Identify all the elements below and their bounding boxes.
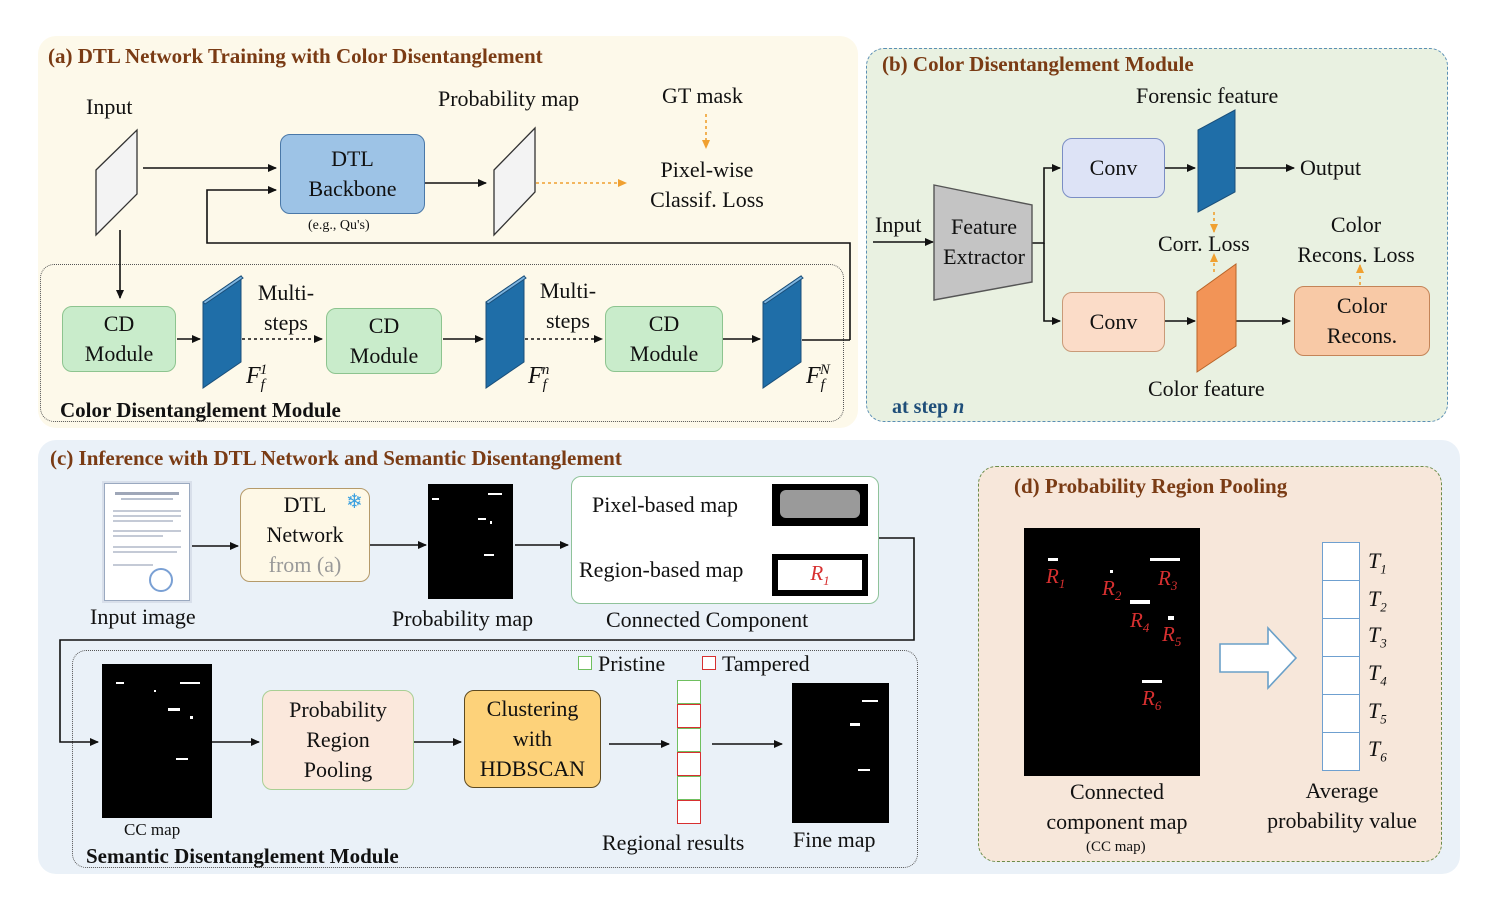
input-image-label: Input image <box>90 604 196 629</box>
t-label-4: T4 <box>1368 660 1387 689</box>
region-label-2: R2 <box>1102 576 1122 604</box>
feature-label-N: FfN <box>806 362 830 393</box>
probability-map-label: Probability map <box>438 86 580 111</box>
cd-module-N: CD Module <box>605 306 723 372</box>
t-label-2: T2 <box>1368 586 1387 615</box>
average-probability-label: Average probability value <box>1267 778 1417 833</box>
color-feature-label: Color feature <box>1148 376 1265 401</box>
panel-c-title: (c) Inference with DTL Network and Seman… <box>50 446 622 470</box>
fine-map-image <box>792 683 889 823</box>
region-label-1: R1 <box>1046 564 1066 592</box>
multi-steps-label-1: Multi- steps <box>257 280 315 335</box>
dtl-backbone-box: DTL Backbone <box>280 134 425 214</box>
regional-cell <box>677 728 701 752</box>
regional-cell <box>677 800 701 824</box>
feature-label-n: Ffn <box>528 362 550 393</box>
fine-map-label: Fine map <box>793 827 876 852</box>
region-label-4: R4 <box>1130 608 1150 636</box>
snowflake-icon: ❄ <box>346 489 363 513</box>
region-based-map-label: Region-based map <box>579 557 744 582</box>
connected-component-map-image: R1 R2 R3 R4 R5 R6 <box>1024 528 1200 776</box>
backbone-note: (e.g., Qu's) <box>308 218 370 233</box>
prob-region-pooling-box: Probability Region Pooling <box>262 690 414 790</box>
regional-cell <box>677 776 701 800</box>
tampered-legend-swatch <box>702 656 716 670</box>
forensic-feature-label: Forensic feature <box>1136 83 1279 108</box>
connected-component-label: Connected Component <box>606 607 809 632</box>
regional-cell <box>677 680 701 704</box>
semantic-disentanglement-module-label: Semantic Disentanglement Module <box>86 844 399 868</box>
cc-map-image <box>102 664 212 818</box>
input-label: Input <box>86 94 133 119</box>
region-label-3: R3 <box>1158 566 1178 594</box>
color-recons-loss-label: Color Recons. Loss <box>1297 212 1415 267</box>
pristine-legend-swatch <box>578 656 592 670</box>
feature-label-1: Ff1 <box>246 362 268 393</box>
pristine-legend-label: Pristine <box>598 651 666 676</box>
region-label-6: R6 <box>1142 686 1162 714</box>
pixel-wise-loss-label: Pixel-wise Classif. Loss <box>650 157 764 212</box>
t-label-5: T5 <box>1368 698 1387 727</box>
probability-map-image <box>428 484 513 599</box>
corr-loss-label: Corr. Loss <box>1158 231 1250 256</box>
cd-module-1: CD Module <box>62 306 176 372</box>
regional-cell <box>677 752 701 776</box>
regional-results-label: Regional results <box>602 830 745 855</box>
probability-map-label-c: Probability map <box>392 606 534 631</box>
regional-results-column <box>677 680 701 826</box>
t-column <box>1322 542 1360 771</box>
feature-extractor-label: Feature Extractor <box>943 214 1025 269</box>
panel-d-title: (d) Probability Region Pooling <box>1014 474 1288 498</box>
cd-module-n: CD Module <box>326 308 442 374</box>
dtl-network-box: DTL Network from (a) <box>240 488 370 582</box>
multi-steps-label-2: Multi- steps <box>539 278 597 333</box>
tampered-legend-label: Tampered <box>722 651 810 676</box>
panel-a-title: (a) DTL Network Training with Color Dise… <box>48 44 543 68</box>
output-label: Output <box>1300 155 1362 180</box>
t-label-6: T6 <box>1368 736 1387 765</box>
region-label-5: R5 <box>1162 622 1182 650</box>
panel-b-input-label: Input <box>875 212 922 237</box>
at-step-label: at step n <box>892 396 965 418</box>
input-image-document <box>104 483 190 601</box>
t-label-1: T1 <box>1368 548 1387 577</box>
clustering-box: Clustering with HDBSCAN <box>464 690 601 788</box>
connected-component-map-label: Connected component map <box>1046 779 1188 834</box>
regional-cell <box>677 704 701 728</box>
conv-top-box: Conv <box>1062 138 1165 198</box>
cc-map-note: (CC map) <box>1086 839 1146 855</box>
region-based-map-image: R1 <box>772 554 868 596</box>
color-disentanglement-module-label: Color Disentanglement Module <box>60 398 341 422</box>
color-recons-box: Color Recons. <box>1294 286 1430 356</box>
conv-bottom-box: Conv <box>1062 292 1165 352</box>
gt-mask-label: GT mask <box>662 83 743 108</box>
panel-b-title: (b) Color Disentanglement Module <box>882 52 1194 76</box>
cc-map-label: CC map <box>124 820 181 839</box>
pixel-based-map-label: Pixel-based map <box>592 492 739 517</box>
t-label-3: T3 <box>1368 622 1387 651</box>
pixel-based-map-image <box>772 484 868 526</box>
